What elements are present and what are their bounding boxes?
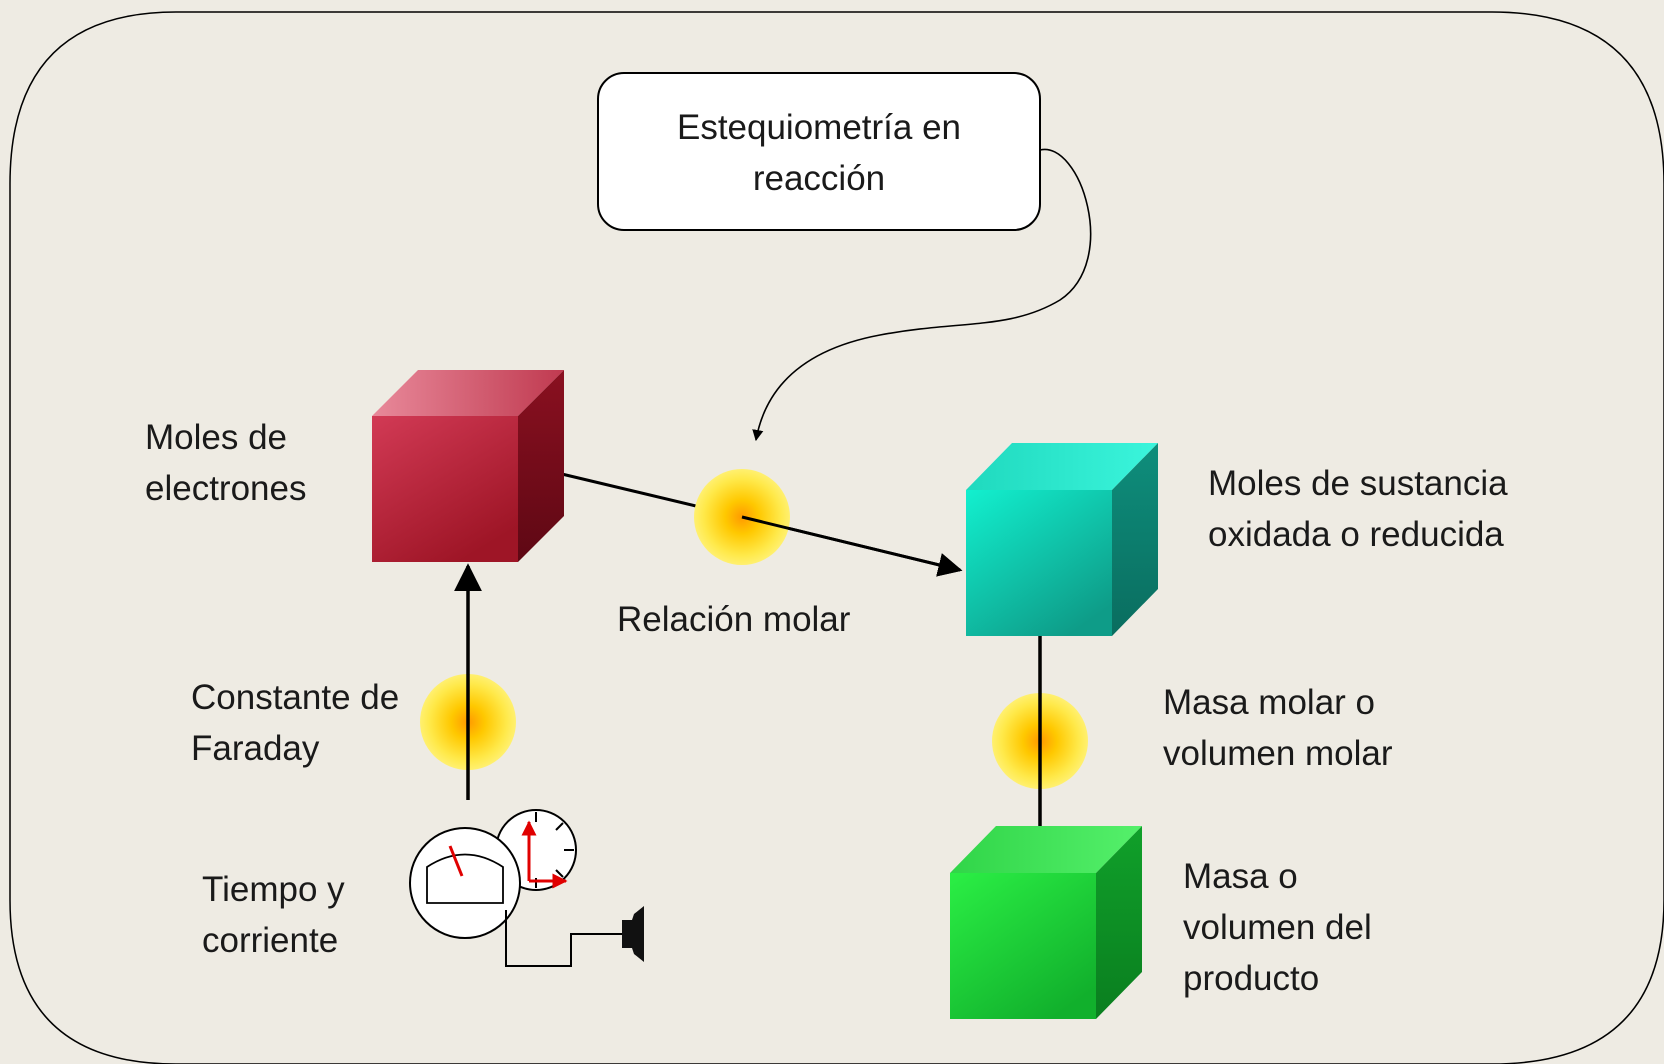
label-moles-sustancia: Moles de sustancia oxidada o reducida [1208,464,1508,554]
label-tiempo-corriente: Tiempo y corriente [202,870,345,960]
label-constante-faraday: Constante de Faraday [191,678,400,768]
outer-frame [9,11,1664,1064]
cube-masa-producto [950,826,1142,1019]
cube-moles-electrones [372,370,564,562]
callout-box [597,72,1041,231]
callout-label: Estequiometría en reacción [676,108,962,198]
label-masa-molar: Masa molar o volumen molar [1163,683,1393,773]
label-masa-producto: Masa o volumen del producto [1183,857,1372,998]
cord [505,910,622,967]
label-relacion-molar: Relación molar [617,600,851,639]
plug-icon [622,906,644,962]
label-moles-electrones: Moles de electrones [145,418,307,508]
callout-arrow [752,148,1092,442]
cube-moles-sustancia [966,443,1158,636]
ammeter-icon [409,827,521,939]
